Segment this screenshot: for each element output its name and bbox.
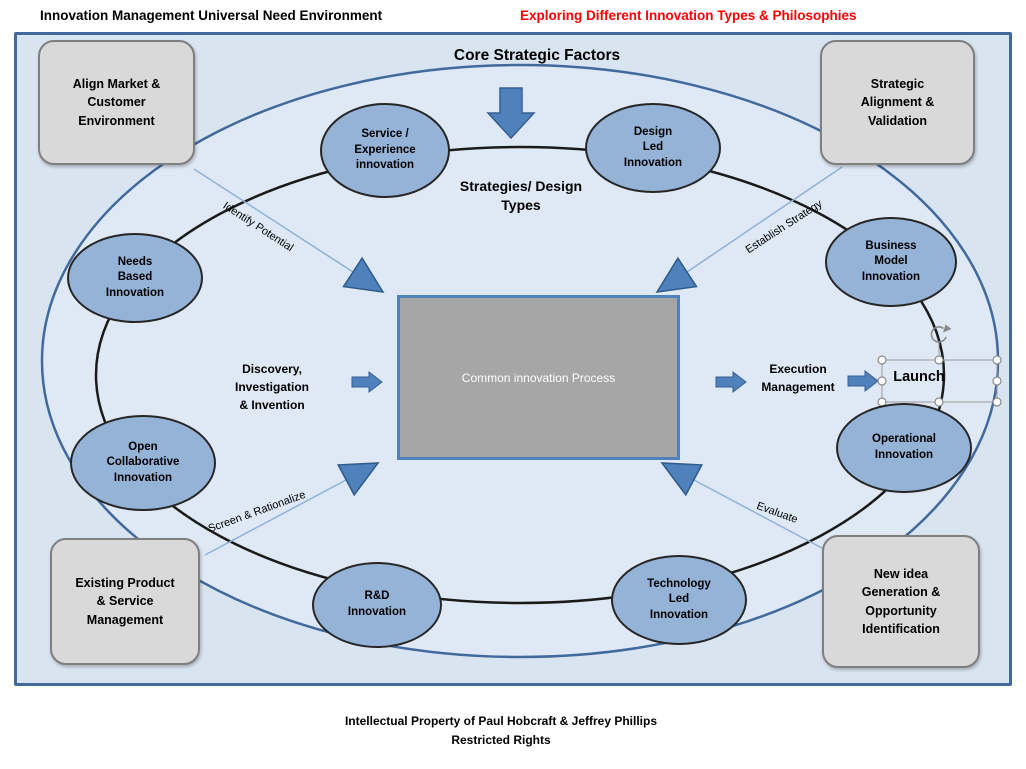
page-subtitle: Exploring Different Innovation Types & P… <box>520 8 857 23</box>
process-output-arrow-icon <box>715 370 747 394</box>
arrowhead-top-left <box>342 256 385 293</box>
page-title: Innovation Management Universal Need Env… <box>40 8 383 23</box>
flow-arrows <box>351 369 879 394</box>
rotate-handle-icon <box>930 324 952 343</box>
node-open-collaborative-innovation: Open Collaborative Innovation <box>70 415 216 511</box>
innovation-ring <box>94 145 946 605</box>
corner-box-label: New idea Generation & Opportunity Identi… <box>861 567 941 636</box>
node-label: Operational Innovation <box>872 433 936 461</box>
corner-box-label: Strategic Alignment & Validation <box>860 77 935 128</box>
node-design-led-innovation: Design Led Innovation <box>585 103 721 193</box>
arrowhead-bottom-left <box>336 462 380 497</box>
execution-management-label: Execution Management <box>761 362 835 394</box>
node-rd-innovation: R&D Innovation <box>312 562 442 648</box>
node-label: Design Led Innovation <box>623 125 683 169</box>
discovery-investigation-label: Discovery, Investigation & Invention <box>234 362 309 412</box>
center-process-label: Common innovation Process <box>461 370 616 385</box>
footer-copyright: Intellectual Property of Paul Hobcraft &… <box>163 712 839 749</box>
footer-line-2: Restricted Rights <box>451 732 551 747</box>
node-label: Service / Experience innovation <box>354 128 416 172</box>
corner-box-existing-product: Existing Product & Service Management <box>50 538 200 665</box>
footer-line-1: Intellectual Property of Paul Hobcraft &… <box>344 714 658 728</box>
connector-line-top-left <box>193 168 354 273</box>
strategies-design-types-label: Strategies/ Design Types <box>459 178 583 213</box>
common-innovation-process-box: Common innovation Process <box>397 295 680 460</box>
node-service-experience-innovation: Service / Experience innovation <box>320 103 450 198</box>
process-input-arrow-icon <box>351 370 383 394</box>
corner-box-label: Align Market & Customer Environment <box>72 77 161 128</box>
node-technology-led-innovation: Technology Led Innovation <box>611 555 747 645</box>
launch-selection-handles <box>877 355 1002 407</box>
launch-arrow-icon <box>847 369 879 393</box>
connector-line-bottom-left <box>204 479 347 556</box>
launch-label: Launch <box>893 369 945 385</box>
node-label: R&D Innovation <box>347 590 407 618</box>
connector-arrowheads <box>336 256 704 497</box>
arrowhead-bottom-right <box>660 462 704 497</box>
innovation-diagram: Align Market & Customer Environment Stra… <box>14 32 1012 686</box>
node-label: Business Model Innovation <box>861 239 921 283</box>
node-label: Needs Based Innovation <box>105 255 165 299</box>
core-strategic-factors-label: Core Strategic Factors <box>453 47 621 64</box>
connector-line-top-right <box>686 166 843 273</box>
core-factors-down-arrow-icon <box>486 87 536 140</box>
node-operational-innovation: Operational Innovation <box>836 403 972 493</box>
corner-box-new-idea: New idea Generation & Opportunity Identi… <box>822 535 980 668</box>
arrowhead-top-right <box>655 256 698 293</box>
node-label: Technology Led Innovation <box>647 577 711 621</box>
corner-box-label: Existing Product & Service Management <box>75 576 175 627</box>
corner-box-align-market: Align Market & Customer Environment <box>38 40 195 165</box>
connector-line-bottom-right <box>693 479 836 556</box>
node-business-model-innovation: Business Model Innovation <box>825 217 957 307</box>
node-needs-based-innovation: Needs Based Innovation <box>67 233 203 323</box>
node-label: Open Collaborative Innovation <box>106 440 180 484</box>
connector-lines <box>193 166 843 556</box>
corner-box-strategic-alignment: Strategic Alignment & Validation <box>820 40 975 165</box>
